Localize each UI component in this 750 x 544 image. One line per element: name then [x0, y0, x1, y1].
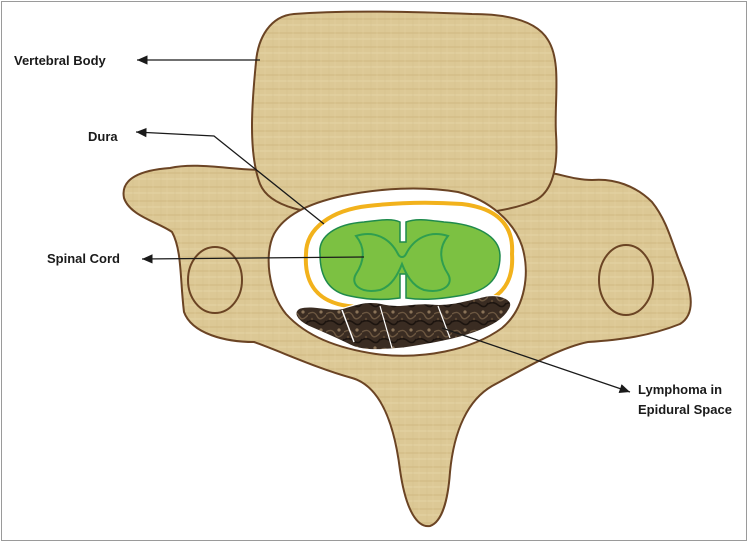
lymphoma-cleft-2 [379, 305, 393, 349]
lymphoma-cleft-1 [341, 309, 355, 343]
lymphoma-label-line2: Epidural Space [638, 402, 732, 417]
right-transverse-foramen [598, 244, 654, 316]
grey-matter [353, 233, 451, 292]
dura-label: Dura [88, 129, 118, 144]
left-transverse-foramen [187, 246, 243, 314]
spinal-cord [319, 218, 501, 301]
dura-arrow [135, 127, 325, 225]
lymphoma-mass [295, 295, 512, 351]
spinal-cord-label: Spinal Cord [47, 251, 120, 266]
vertebral-body-label: Vertebral Body [14, 53, 107, 68]
lymphoma-arrow [441, 327, 631, 394]
spinal-cord-arrow [141, 254, 365, 264]
lymphoma-cleft-3 [437, 305, 451, 339]
vertebral-body [251, 10, 558, 219]
lymphoma-label-line1: Lymphoma in [638, 382, 722, 397]
